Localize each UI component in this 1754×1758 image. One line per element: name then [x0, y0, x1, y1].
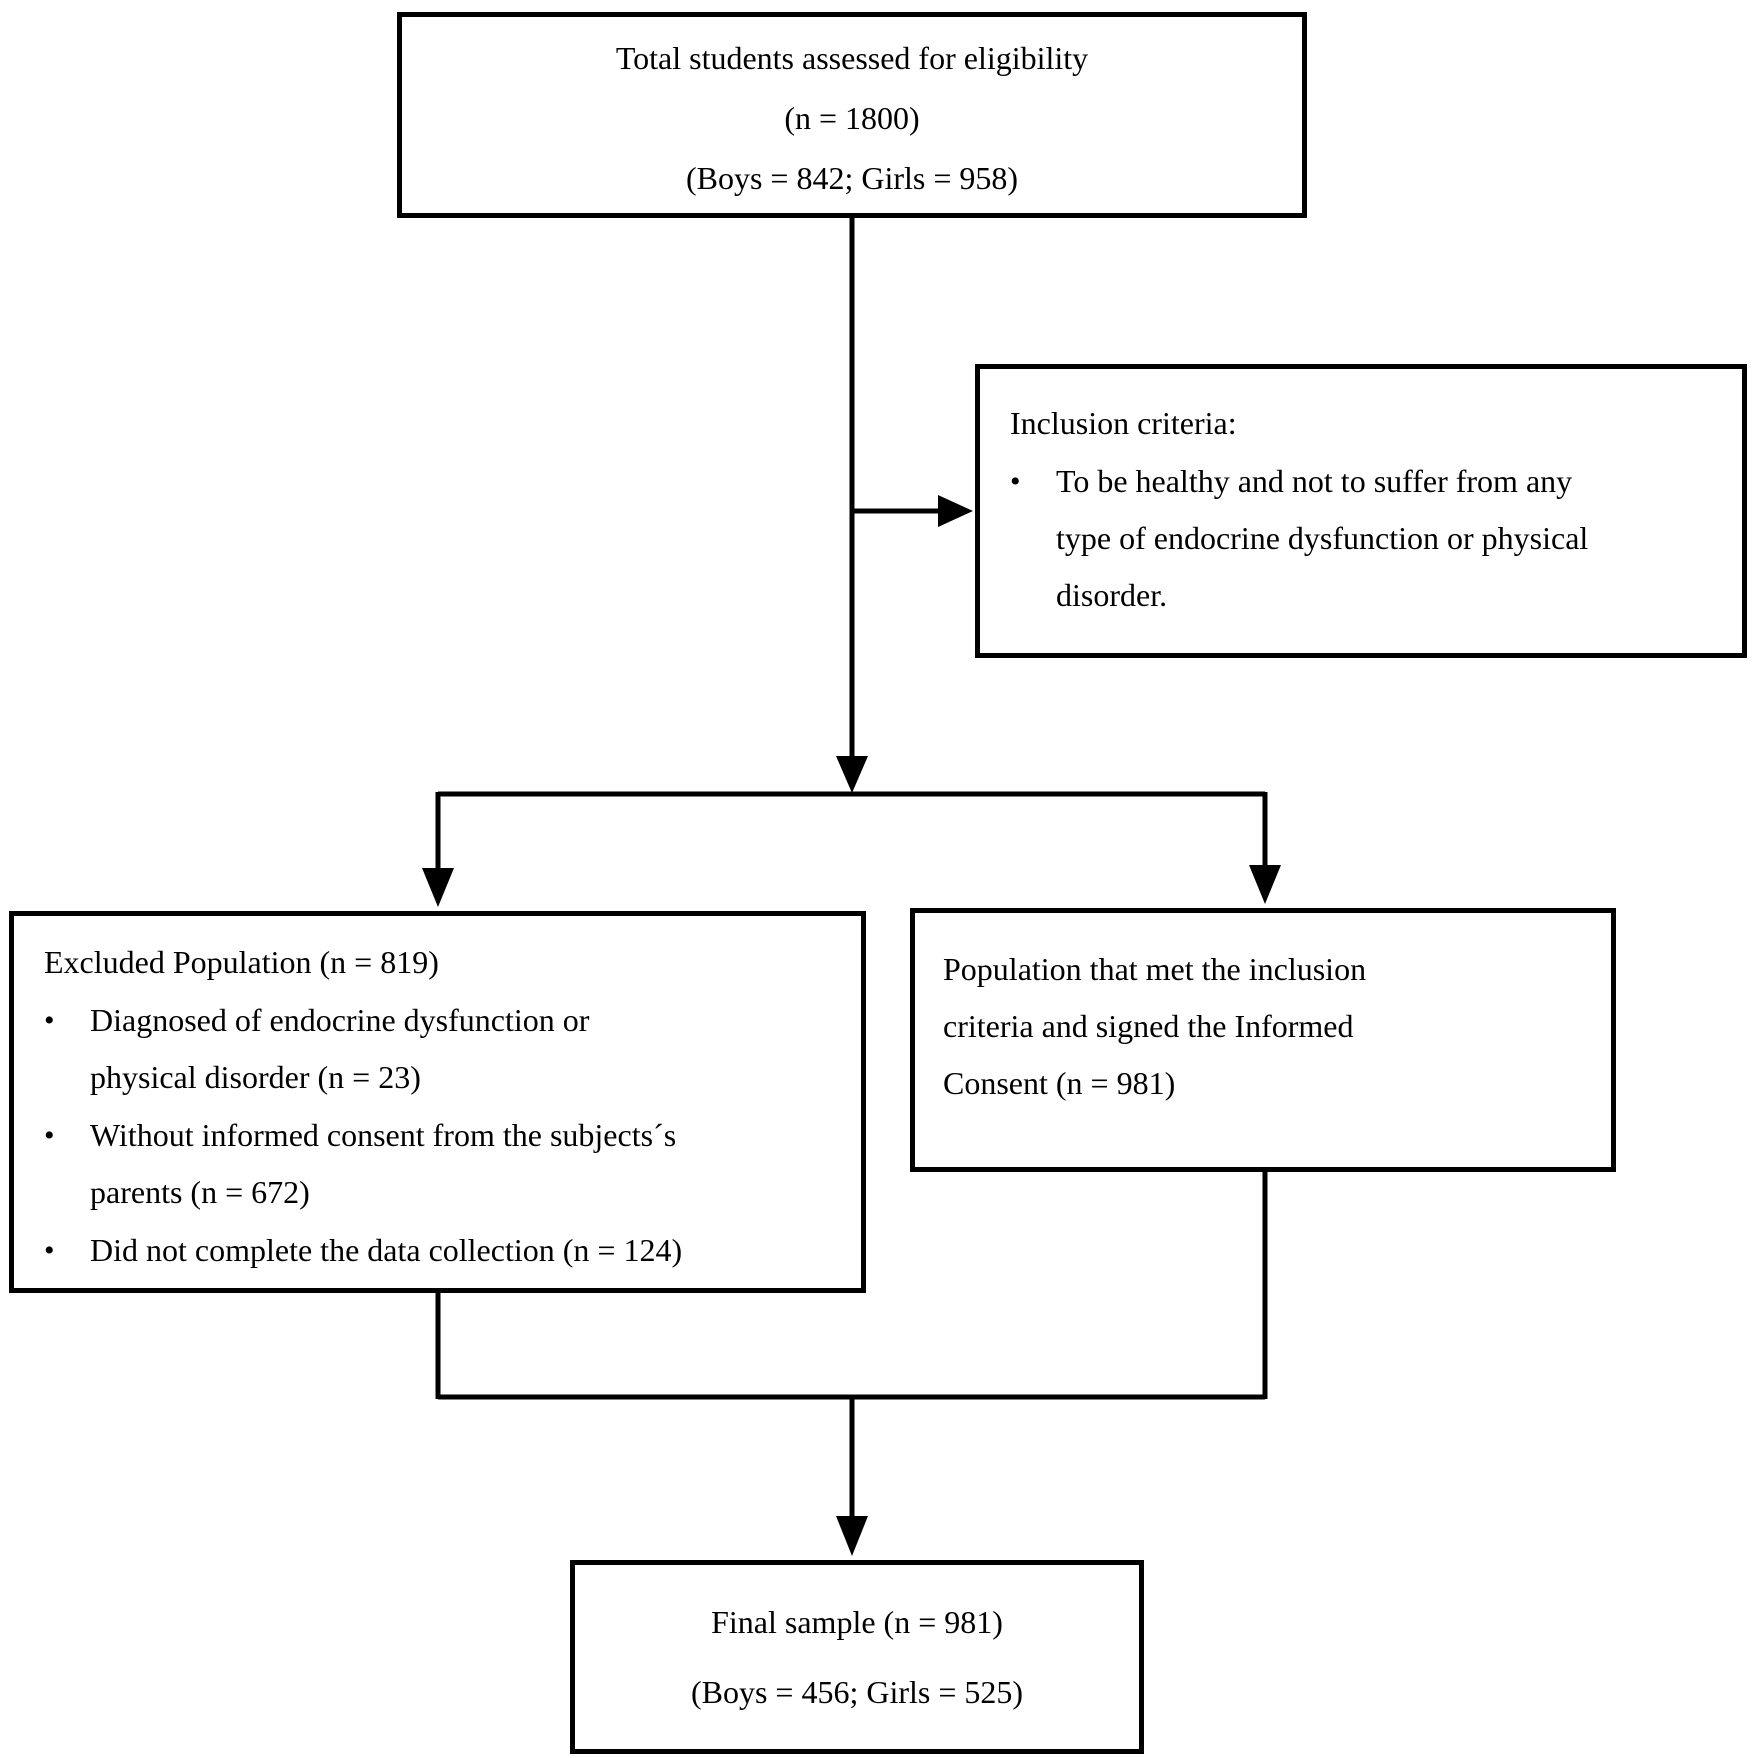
inclusion-criteria-title: Inclusion criteria: [1010, 405, 1237, 441]
arrow-to-excluded [422, 792, 454, 907]
total-assessed-sex-split: (Boys = 842; Girls = 958) [685, 160, 1019, 196]
arrow-total-to-branch [836, 218, 868, 793]
box-final-sample: Final sample (n = 981) (Boys = 456; Girl… [570, 1560, 1144, 1754]
arrow-to-inclusion-criteria [852, 495, 973, 527]
total-assessed-n: (n = 1800) [784, 100, 920, 136]
bullet-icon: • [44, 1119, 55, 1152]
excluded-item-text: Diagnosed of endocrine dysfunction or ph… [90, 1002, 590, 1095]
final-sample-sex-split: (Boys = 456; Girls = 525) [690, 1674, 1024, 1710]
excluded-item: • Diagnosed of endocrine dysfunction or … [44, 992, 841, 1106]
box-total-assessed: Total students assessed for eligibility … [397, 12, 1307, 218]
included-population-text: Population that met the inclusion criter… [943, 951, 1367, 1101]
bullet-icon: • [44, 1004, 55, 1037]
total-assessed-line1: Total students assessed for eligibility [615, 40, 1089, 76]
excluded-item: • Did not complete the data collection (… [44, 1222, 841, 1279]
excluded-population-title: Excluded Population (n = 819) [44, 944, 439, 980]
excluded-item-text: Did not complete the data collection (n … [90, 1232, 683, 1268]
arrow-to-final-sample [836, 1397, 868, 1556]
bullet-icon: • [1010, 465, 1021, 498]
inclusion-criteria-item: • To be healthy and not to suffer from a… [1010, 453, 1716, 624]
final-sample-n: Final sample (n = 981) [711, 1604, 1003, 1640]
inclusion-criteria-item-text: To be healthy and not to suffer from any… [1056, 463, 1589, 613]
box-excluded-population: Excluded Population (n = 819) • Diagnose… [9, 911, 866, 1293]
bullet-icon: • [44, 1234, 55, 1267]
excluded-item: • Without informed consent from the subj… [44, 1107, 841, 1221]
excluded-item-text: Without informed consent from the subjec… [90, 1117, 677, 1210]
arrow-to-included [1249, 792, 1281, 904]
box-inclusion-criteria: Inclusion criteria: • To be healthy and … [975, 364, 1747, 658]
box-included-population: Population that met the inclusion criter… [910, 908, 1616, 1172]
